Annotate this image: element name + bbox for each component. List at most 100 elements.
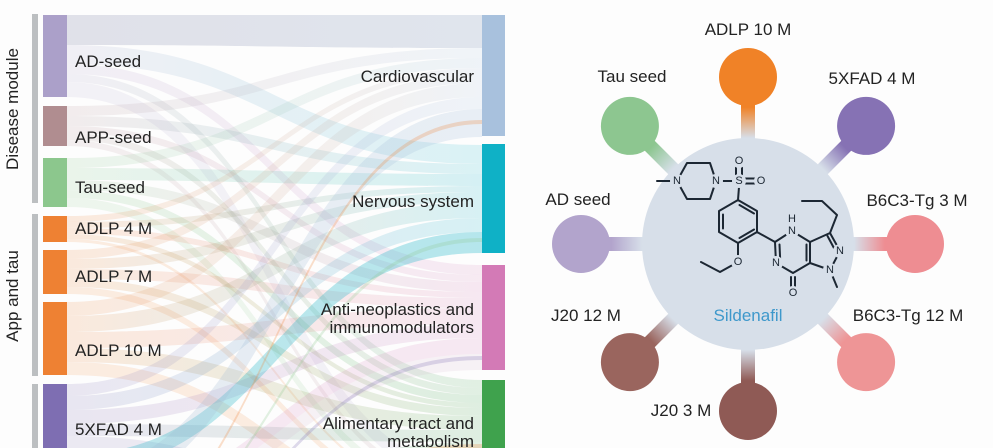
sankey-flow <box>67 168 482 186</box>
sankey-flow <box>67 186 482 228</box>
atom-halo <box>785 212 799 226</box>
atom-label: O <box>735 155 744 167</box>
network-node-label: Tau seed <box>597 67 667 86</box>
right-node-label-line: Nervous system <box>352 192 474 211</box>
network-node <box>719 48 777 106</box>
atom-label: H <box>788 213 796 225</box>
right-node-label-line: Alimentary tract and <box>322 414 474 433</box>
left-node-label: ADLP 10 M <box>75 341 162 360</box>
sankey-left-node <box>43 216 67 242</box>
group-bar <box>32 14 38 203</box>
group-bar <box>32 384 38 448</box>
sankey-flow <box>67 83 482 316</box>
atom-halo <box>670 174 684 188</box>
atom-halo <box>754 174 768 188</box>
sankey-canvas <box>32 14 505 448</box>
sankey-left-node <box>43 384 67 448</box>
sankey-flow <box>67 180 482 292</box>
drug-name-label: Sildenafil <box>713 306 783 325</box>
sankey-right-node <box>482 380 505 448</box>
right-node-label-line: immunomodulators <box>329 318 474 337</box>
atom-halo <box>786 286 800 300</box>
atom-halo <box>709 174 723 188</box>
network-node-label: ADLP 10 M <box>704 20 792 39</box>
molecule-bonds <box>656 162 841 288</box>
central-drug-circle <box>642 138 854 350</box>
right-node-label: Cardiovascular <box>361 68 474 86</box>
atom-label: O <box>734 256 743 268</box>
sankey-flow <box>67 48 482 116</box>
sankey-right-node <box>482 15 505 136</box>
group-bar <box>32 214 38 376</box>
network-node <box>886 215 944 273</box>
atom-label: N <box>673 175 681 187</box>
sankey-flow <box>426 444 482 448</box>
atom-halo <box>823 263 837 277</box>
sankey-flow <box>67 202 482 332</box>
sankey-flow <box>67 15 482 48</box>
atom-label: N <box>772 257 780 269</box>
left-node-label: AD-seed <box>75 52 142 71</box>
sankey-flow <box>67 324 482 424</box>
sankey-flow <box>67 97 482 396</box>
network-node-label: B6C3-Tg 12 M <box>852 306 964 325</box>
left-node-label: ADLP 4 M <box>75 219 153 238</box>
sankey-flow <box>67 45 482 164</box>
atom-halo <box>769 256 783 270</box>
sankey-flow <box>67 58 482 168</box>
sankey-left-node <box>43 158 67 207</box>
sankey-flow <box>67 348 482 430</box>
right-node-label-line: Anti-neoplastics and <box>320 300 474 319</box>
atom-halo <box>833 244 847 258</box>
sankey-flow <box>150 109 482 448</box>
atom-halo <box>732 174 746 188</box>
group-label-disease-module: Disease module <box>3 48 22 170</box>
right-node-label: Nervous system <box>352 193 474 211</box>
left-node-label: ADLP 7 M <box>75 267 153 286</box>
network-node-label: J20 12 M <box>551 306 621 325</box>
sankey-flow <box>67 68 482 222</box>
left-node-label: APP-seed <box>75 128 152 147</box>
left-node-label: Tau-seed <box>75 178 145 197</box>
network-node-label: B6C3-Tg 3 M <box>866 191 968 210</box>
right-node-label-line: metabolism <box>387 432 474 448</box>
right-node-label-line: Cardiovascular <box>360 67 474 86</box>
atom-label: N <box>826 264 834 276</box>
atom-label: O <box>789 287 798 299</box>
sankey-left-node <box>43 302 67 375</box>
atom-label: N <box>788 225 796 237</box>
sankey-flow <box>125 232 482 448</box>
sankey-left-node <box>43 106 67 146</box>
sankey-flow <box>67 269 482 308</box>
network-node <box>837 96 896 155</box>
sankey-flow <box>257 354 482 448</box>
network-node-label: J20 3 M <box>650 401 712 420</box>
sankey-left-node <box>43 15 67 97</box>
sankey-flow <box>67 74 482 259</box>
atom-halo <box>785 224 799 238</box>
atom-label: N <box>712 175 720 187</box>
network-node <box>837 333 896 392</box>
network-node <box>552 215 610 273</box>
atom-halo <box>731 255 745 269</box>
network-node <box>600 96 659 155</box>
sankey-left-node <box>43 250 67 294</box>
atom-halo <box>732 154 746 168</box>
sankey-right-node <box>482 265 505 370</box>
atom-label: S <box>735 175 742 187</box>
sankey-flow <box>67 308 482 348</box>
atom-label: O <box>757 175 766 187</box>
sankey-flow <box>67 192 482 269</box>
left-node-label: 5XFAD 4 M <box>75 420 162 439</box>
sankey-right-node <box>482 144 505 253</box>
atom-label: N <box>836 245 844 257</box>
network-node <box>600 333 659 392</box>
network-node-label: 5XFAD 4 M <box>828 69 916 88</box>
